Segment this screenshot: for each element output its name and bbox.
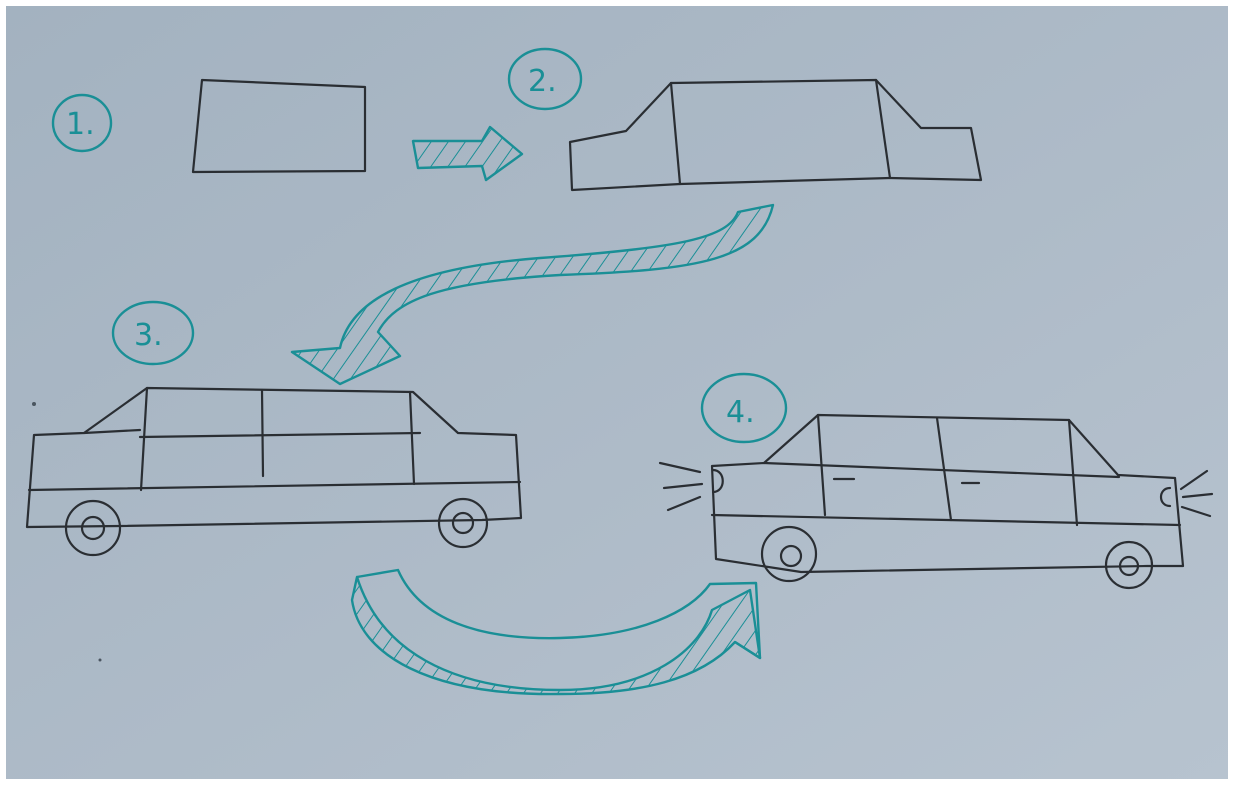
paper-background bbox=[6, 6, 1228, 779]
step-4-label: 4. bbox=[726, 395, 755, 430]
step-3-label: 3. bbox=[134, 318, 163, 353]
step-1-label: 1. bbox=[66, 107, 95, 142]
step-2-label: 2. bbox=[528, 64, 557, 99]
